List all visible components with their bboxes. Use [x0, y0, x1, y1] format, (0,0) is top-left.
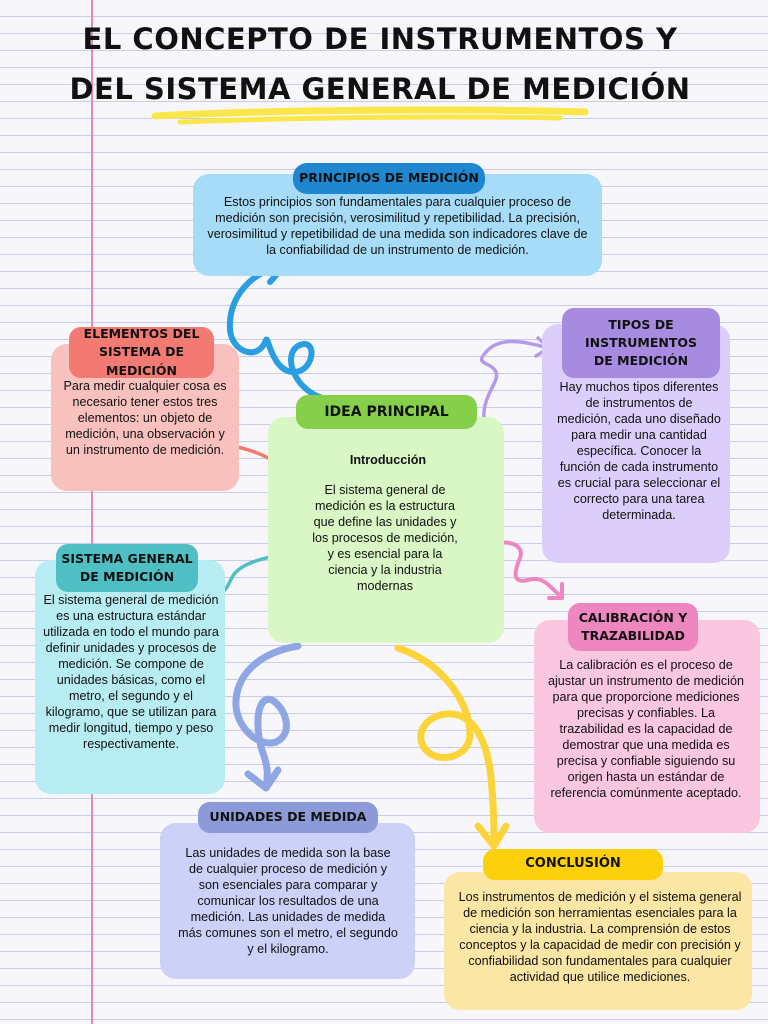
tipos-text: Hay muchos tipos diferentes de instrumen… — [557, 380, 721, 522]
arrow-to-tipos — [479, 336, 551, 422]
elementos-text: Para medir cualquier cosa es necesario t… — [63, 379, 227, 457]
tipos-heading: TIPOS DE INSTRUMENTOS DE MEDICIÓN — [562, 308, 720, 378]
arrow-to-calibracion — [484, 540, 564, 600]
arrow-to-conclusion — [394, 644, 510, 850]
arrow-to-principios — [226, 257, 325, 401]
principios-heading: PRINCIPIOS DE MEDICIÓN — [293, 163, 485, 194]
notebook-margin-line — [91, 0, 93, 1024]
idea-card — [268, 417, 504, 643]
unidades-text: Las unidades de medida son la base de cu… — [178, 846, 398, 956]
calibracion-card — [534, 620, 760, 833]
unidades-heading: UNIDADES DE MEDIDA — [198, 802, 378, 833]
conclusion-text: Los instrumentos de medición y el sistem… — [458, 890, 742, 984]
idea-subheading: Introducción — [349, 453, 427, 467]
sistema-text: El sistema general de medición es una es… — [43, 593, 219, 751]
arrow-to-unidades — [232, 642, 302, 792]
conclusion-card — [444, 872, 752, 1010]
conclusion-heading: CONCLUSIÓN — [483, 849, 663, 880]
principios-text: Estos principios son fundamentales para … — [207, 195, 588, 257]
sistema-card — [35, 560, 225, 794]
unidades-card — [160, 823, 415, 979]
idea-heading: IDEA PRINCIPAL — [296, 395, 477, 429]
calibracion-text: La calibración es el proceso de ajustar … — [547, 658, 744, 800]
calibracion-heading: CALIBRACIÓN Y TRAZABILIDAD — [568, 603, 698, 651]
elementos-heading: ELEMENTOS DEL SISTEMA DE MEDICIÓN — [69, 326, 214, 378]
sistema-heading: SISTEMA GENERAL DE MEDICIÓN — [56, 544, 198, 592]
title-highlight-stroke — [151, 106, 589, 125]
title-line-1: EL CONCEPTO DE INSTRUMENTOS Y — [82, 22, 678, 56]
title-line-2: DEL SISTEMA GENERAL DE MEDICIÓN — [69, 72, 691, 106]
idea-text: El sistema general de medición es la est… — [312, 483, 458, 593]
